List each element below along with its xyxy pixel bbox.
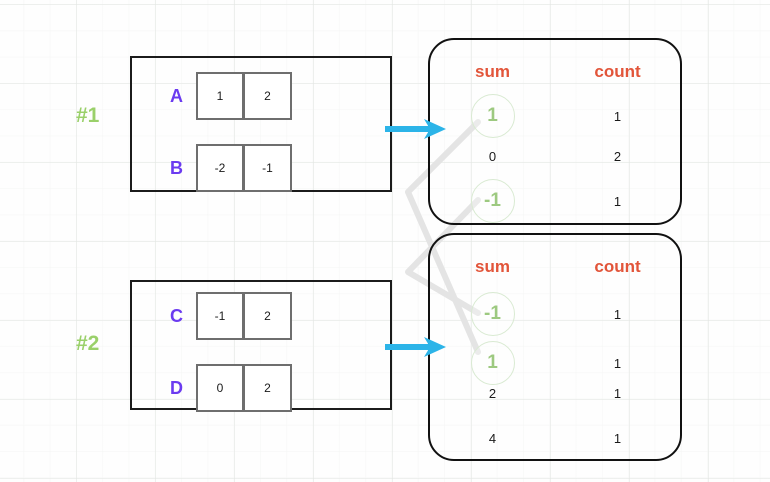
cell-b-0: -2 <box>196 144 244 192</box>
input-block-1: A 1 2 B -2 -1 <box>130 56 392 192</box>
table-1-header-sum-wrap: sum <box>430 62 555 82</box>
output-table-1: sum count 1 1 0 2 -1 1 <box>428 38 682 225</box>
table-2-row-0-count: 1 <box>613 306 622 322</box>
table-1-header-sum: sum <box>475 62 510 81</box>
table-1-header-count-wrap: count <box>555 62 680 82</box>
row-letter-a: A <box>170 85 183 106</box>
data-row-c: C -1 2 <box>170 292 292 340</box>
table-1-row-2-count: 1 <box>613 193 622 209</box>
table-2-row-1-sum-value: 1 <box>487 352 498 373</box>
data-row-d: D 0 2 <box>170 364 292 412</box>
data-row-a: A 1 2 <box>170 72 292 120</box>
cell-a-0: 1 <box>196 72 244 120</box>
table-2-row-1-count: 1 <box>613 355 622 371</box>
table-2-header-count-wrap: count <box>555 257 680 277</box>
table-1-header-row: sum count <box>430 62 680 82</box>
table-2-row-3-count: 1 <box>613 431 622 446</box>
row-cells-d: 0 2 <box>196 364 292 412</box>
table-1-row-2-sum-value: -1 <box>484 190 501 211</box>
table-2-row-3-sum: 4 <box>488 431 497 446</box>
table-1-row-0-sum: 1 <box>430 94 555 138</box>
group-label-2: #2 <box>76 332 100 355</box>
input-block-2: C -1 2 D 0 2 <box>130 280 392 412</box>
table-2-row-0-sum: -1 <box>430 292 555 336</box>
group-label-1: #1 <box>76 104 100 127</box>
data-row-b: B -2 -1 <box>170 144 292 192</box>
cell-d-0: 0 <box>196 364 244 412</box>
cell-a-1: 2 <box>244 72 292 120</box>
table-2-row-1-sum: 1 <box>430 341 555 385</box>
table-1-row-1: 0 2 <box>430 149 680 164</box>
table-2-header-count: count <box>594 257 641 276</box>
table-1-row-1-count: 2 <box>613 149 622 164</box>
row-letter-b: B <box>170 157 183 178</box>
row-cells-c: -1 2 <box>196 292 292 340</box>
table-2-row-2-sum: 2 <box>488 386 497 401</box>
table-2-header-row: sum count <box>430 257 680 277</box>
table-1-row-2-sum: -1 <box>430 179 555 223</box>
row-letter-d: D <box>170 377 183 398</box>
table-1-row-0-sum-value: 1 <box>487 105 498 126</box>
table-2-row-0: -1 1 <box>430 292 680 336</box>
table-2-row-3: 4 1 <box>430 431 680 446</box>
table-2-row-1: 1 1 <box>430 341 680 385</box>
table-2-header-sum: sum <box>475 257 510 276</box>
cell-b-1: -1 <box>244 144 292 192</box>
table-2-header-sum-wrap: sum <box>430 257 555 277</box>
row-letter-c: C <box>170 305 183 326</box>
cell-d-1: 2 <box>244 364 292 412</box>
cell-c-0: -1 <box>196 292 244 340</box>
table-2-row-2: 2 1 <box>430 386 680 401</box>
row-cells-b: -2 -1 <box>196 144 292 192</box>
table-2-row-2-count: 1 <box>613 386 622 401</box>
table-1-header-count: count <box>594 62 641 81</box>
table-1-row-0-count: 1 <box>613 108 622 124</box>
output-table-2: sum count -1 1 1 1 2 1 4 1 <box>428 233 682 461</box>
row-cells-a: 1 2 <box>196 72 292 120</box>
cell-c-1: 2 <box>244 292 292 340</box>
table-1-row-0: 1 1 <box>430 94 680 138</box>
table-2-row-0-sum-value: -1 <box>484 303 501 324</box>
table-1-row-1-sum: 0 <box>488 149 497 164</box>
table-1-row-2: -1 1 <box>430 179 680 223</box>
